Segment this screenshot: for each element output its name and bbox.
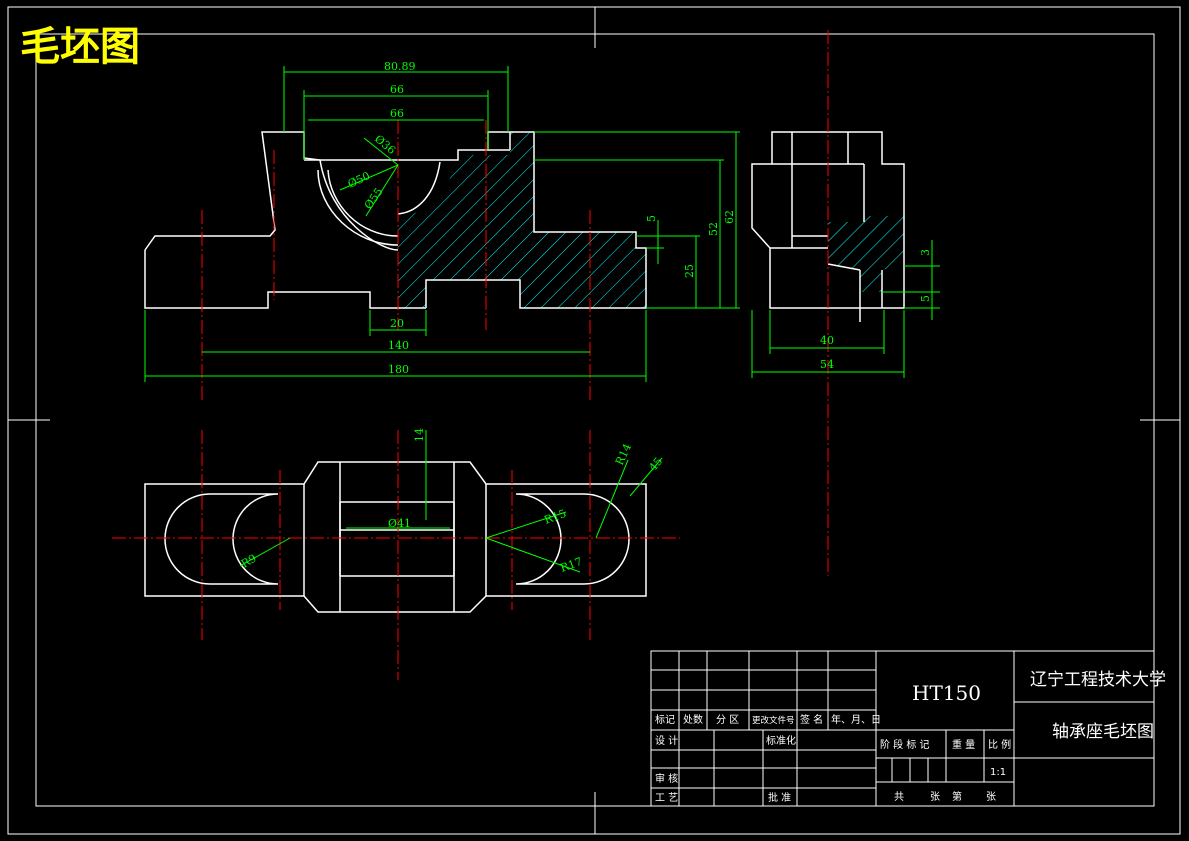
top-view: 14 Ø41 R15 R17 R9 R14 45 <box>112 428 680 680</box>
tb-col-zone: 分 区 <box>716 714 739 726</box>
tb-stage-label: 阶 段 标 记 <box>880 738 930 751</box>
tb-university: 辽宁工程技术大学 <box>1030 670 1166 690</box>
dim-62: 62 <box>723 210 736 224</box>
side-dim-3: 3 <box>919 249 932 256</box>
tb-sheets-unit: 张 <box>930 791 940 803</box>
plan-dim-r17: R17 <box>559 555 584 575</box>
dim-dia-50: Ø50 <box>346 169 372 191</box>
centering-marks <box>8 7 1180 834</box>
tb-weight-label: 重 量 <box>952 738 975 751</box>
tb-row-review: 审 核 <box>655 772 678 785</box>
tb-sheet-unit2: 张 <box>986 791 996 803</box>
plan-dim-41: Ø41 <box>388 517 411 530</box>
dim-52: 52 <box>707 222 720 236</box>
tb-row-design: 设 计 <box>655 734 678 747</box>
plan-dim-45: 45 <box>646 455 665 474</box>
dim-140: 140 <box>388 339 409 352</box>
dim-dia-55: Ø55 <box>362 185 386 211</box>
section-hatch <box>398 132 646 308</box>
tb-part-name: 轴承座毛坯图 <box>1052 722 1154 742</box>
tb-col-mark: 标记 <box>655 714 675 726</box>
side-dim-5: 5 <box>919 295 932 302</box>
outer-border <box>7 6 1181 835</box>
tb-material: HT150 <box>912 681 981 705</box>
front-view: 80.89 66 66 20 140 180 5 25 52 62 Ø36 Ø5… <box>144 60 740 400</box>
tb-col-count: 处数 <box>683 713 703 726</box>
plan-dim-r9: R9 <box>239 552 259 571</box>
side-view: 40 54 3 5 <box>751 30 940 576</box>
tb-scale-value: 1:1 <box>990 767 1006 778</box>
dim-5: 5 <box>645 215 658 222</box>
inner-border <box>35 33 1155 807</box>
dim-dia-36: Ø36 <box>372 132 398 157</box>
dim-25: 25 <box>683 264 696 278</box>
tb-row-process: 工 艺 <box>655 792 678 804</box>
tb-col-date: 年、月、日 <box>831 713 881 726</box>
plan-dim-14: 14 <box>413 428 426 442</box>
plan-dim-r14: R14 <box>613 442 634 468</box>
side-dim-40: 40 <box>820 334 834 347</box>
tb-sheets-total: 共 <box>894 791 904 803</box>
plan-dim-r15: R15 <box>543 507 568 527</box>
tb-col-sign: 签 名 <box>800 713 823 726</box>
dim-180: 180 <box>388 363 409 376</box>
tb-row-approve: 批 准 <box>768 791 791 804</box>
title-block: 标记 处数 分 区 更改文件号 签 名 年、月、日 设 计 标准化 审 核 工 … <box>650 650 1166 807</box>
drawing-title: 毛坯图 <box>20 24 140 70</box>
tb-sheet-no: 第 <box>952 790 962 803</box>
dim-20: 20 <box>390 317 404 330</box>
dim-66-a: 66 <box>390 83 404 96</box>
side-dim-54: 54 <box>820 358 834 371</box>
side-section-hatch <box>828 216 904 292</box>
tb-row-standard: 标准化 <box>766 734 796 747</box>
tb-col-doc: 更改文件号 <box>752 715 795 726</box>
tb-scale-label: 比 例 <box>988 738 1011 751</box>
dim-80-89: 80.89 <box>384 60 416 73</box>
dim-66-b: 66 <box>390 107 404 120</box>
